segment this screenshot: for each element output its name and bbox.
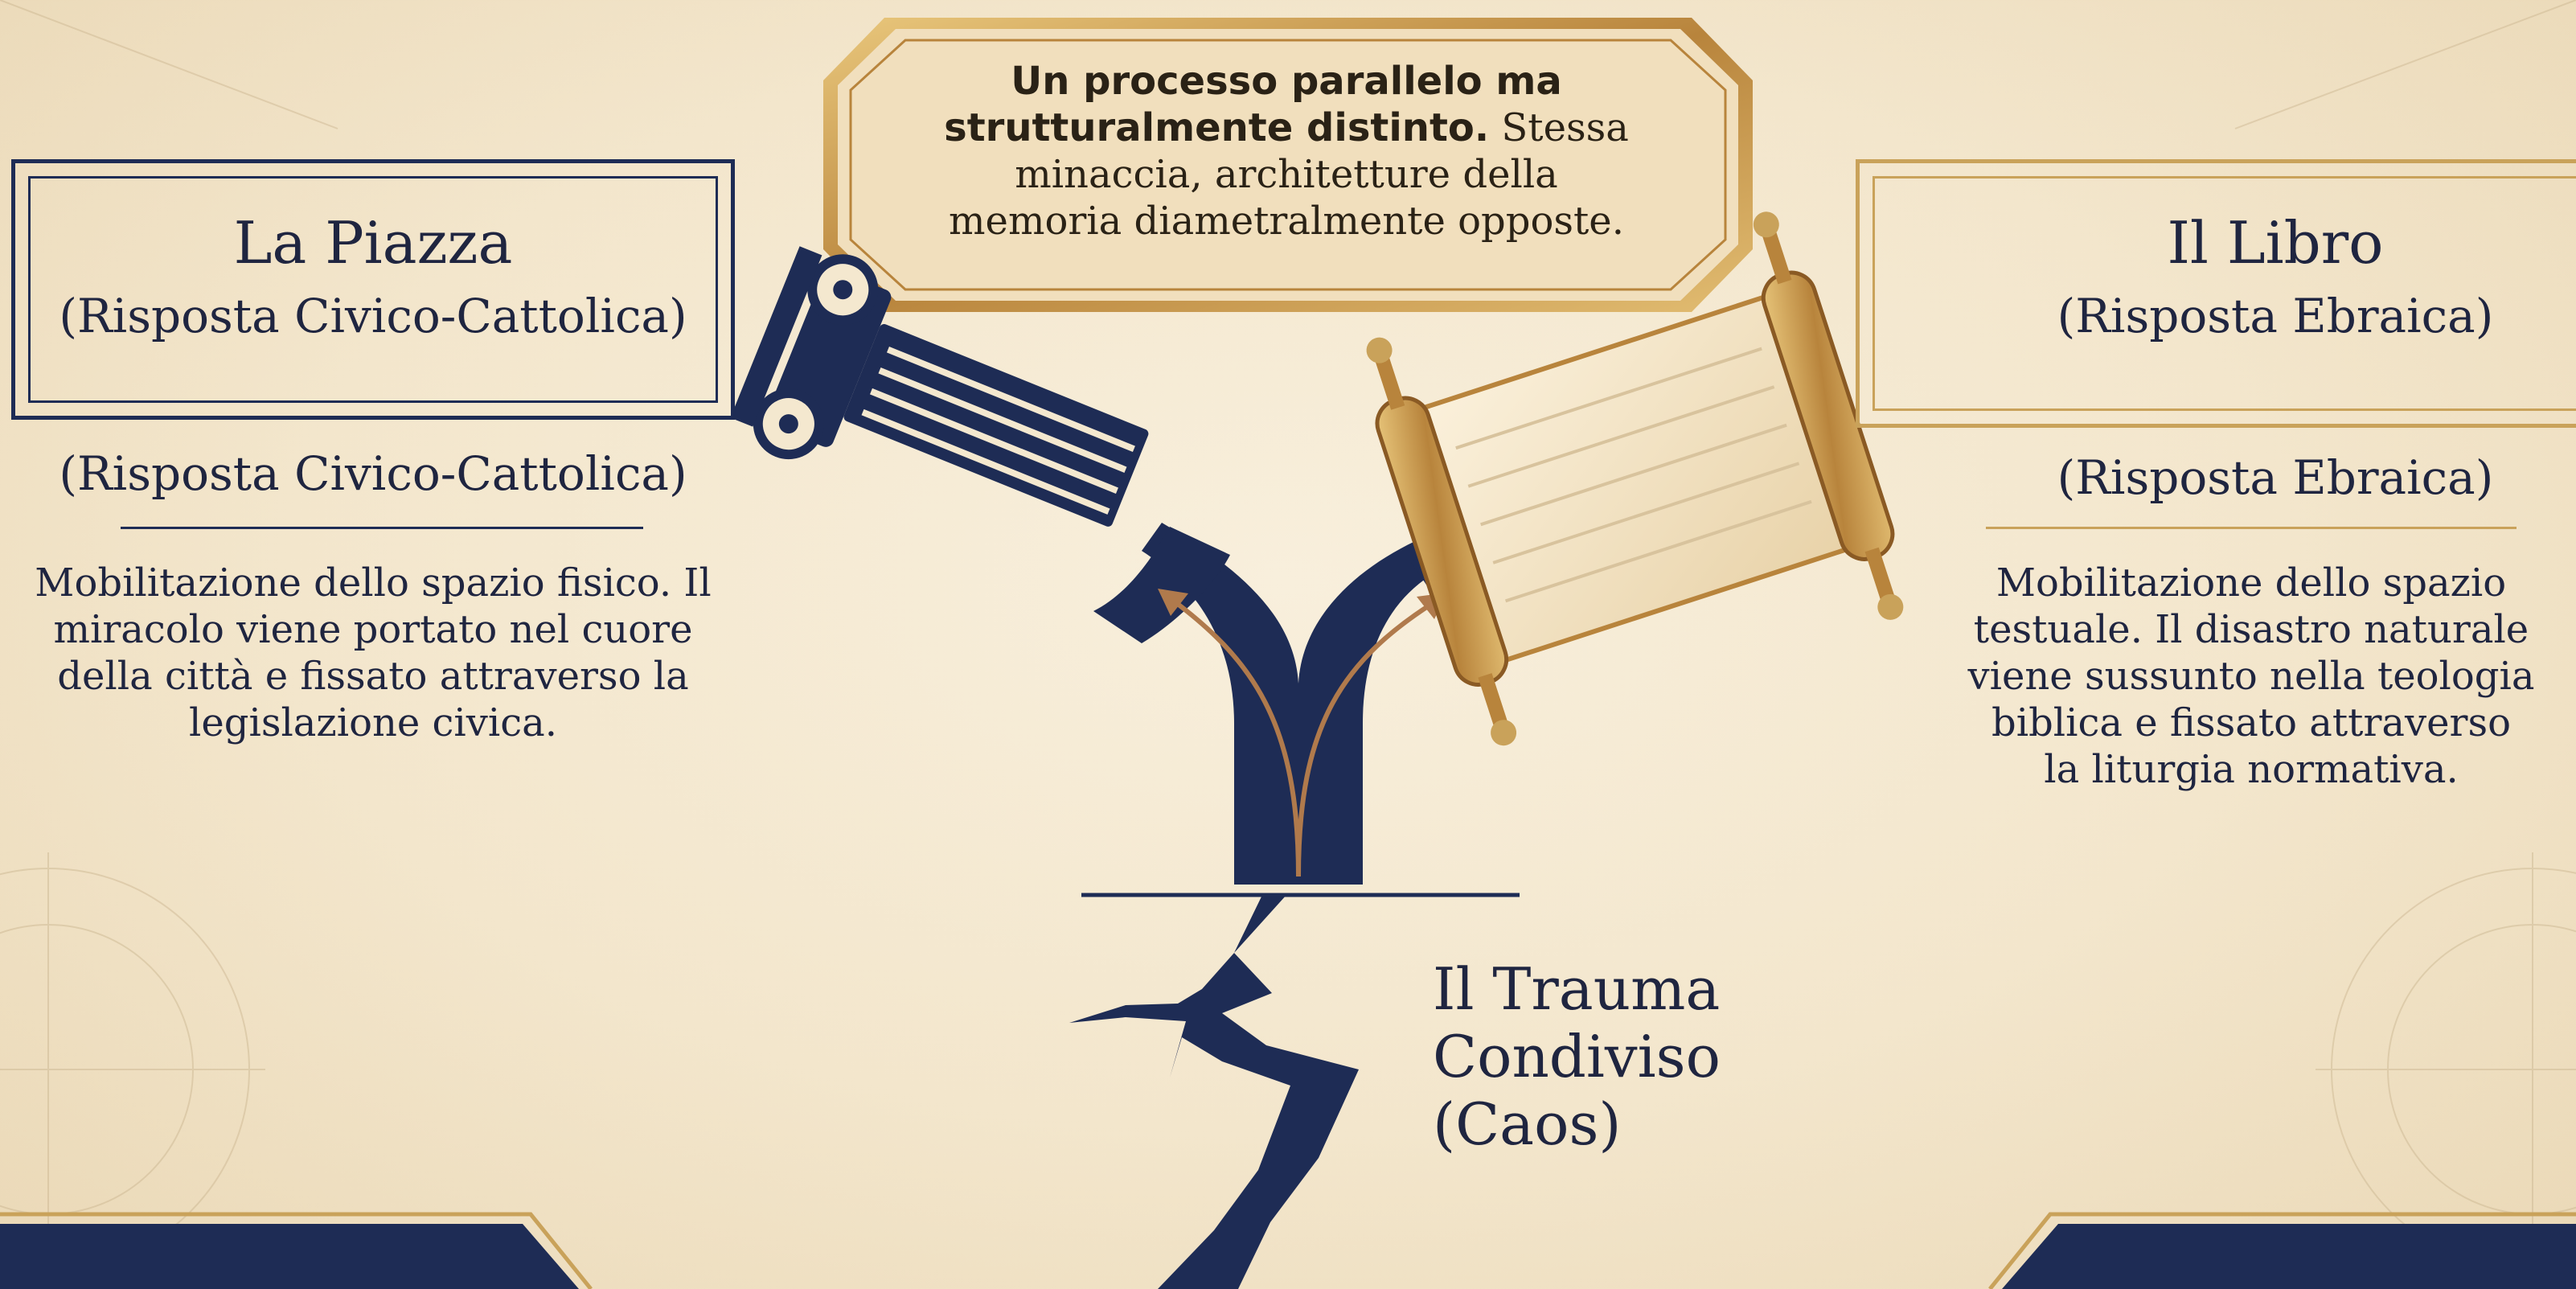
right-divider — [1986, 527, 2517, 529]
branching-trunk — [1142, 523, 1455, 885]
ionic-column-icon — [730, 246, 1149, 527]
left-description-line: miracolo viene portato nel cuore — [53, 607, 693, 652]
right-description: Mobilitazione dello spazio testuale. Il … — [1938, 560, 2565, 793]
right-description-line: testuale. Il disastro naturale — [1973, 607, 2529, 652]
left-title: La Piazza — [233, 209, 513, 277]
left-title-box — [11, 159, 735, 420]
trauma-line: Condiviso — [1433, 1023, 1721, 1090]
right-description-line: viene sussunto nella teologia — [1967, 654, 2535, 699]
right-subtitle: (Risposta Ebraica) — [2057, 289, 2494, 343]
right-description-line: biblica e fissato attraverso — [1991, 700, 2512, 745]
right-repeat-subtitle: (Risposta Ebraica) — [2057, 450, 2494, 505]
bottom-banner — [0, 1212, 2576, 1289]
trauma-line: (Caos) — [1433, 1090, 1622, 1158]
left-description-line: legislazione civica. — [188, 700, 557, 745]
left-subtitle: (Risposta Civico-Cattolica) — [59, 289, 687, 343]
left-description-line: della città e fissato attraverso la — [57, 654, 689, 699]
left-divider — [121, 527, 643, 529]
callout-plaque — [823, 18, 1753, 312]
right-title-box — [1856, 159, 2576, 428]
right-description-line: la liturgia normativa. — [2044, 747, 2459, 792]
callout-text: Un processo parallelo ma strutturalmente… — [925, 58, 1648, 244]
right-description-line: Mobilitazione dello spazio — [1996, 560, 2507, 606]
left-description: Mobilitazione dello spazio fisico. Il mi… — [11, 560, 735, 746]
scroll-icon — [1366, 211, 1904, 746]
callout-bold: Un processo parallelo ma strutturalmente… — [944, 59, 1562, 150]
left-repeat-subtitle: (Risposta Civico-Cattolica) — [59, 446, 687, 501]
crack-icon — [1069, 895, 1359, 1289]
left-description-line: Mobilitazione dello spazio fisico. Il — [35, 560, 712, 606]
callout-body: Stessa minaccia, architetture della memo… — [949, 105, 1629, 244]
trauma-label: Il Trauma Condiviso (Caos) — [1433, 955, 1721, 1158]
trauma-line: Il Trauma — [1433, 955, 1721, 1023]
branch-arrows-icon — [1164, 593, 1441, 877]
right-title: Il Libro — [2167, 209, 2384, 277]
